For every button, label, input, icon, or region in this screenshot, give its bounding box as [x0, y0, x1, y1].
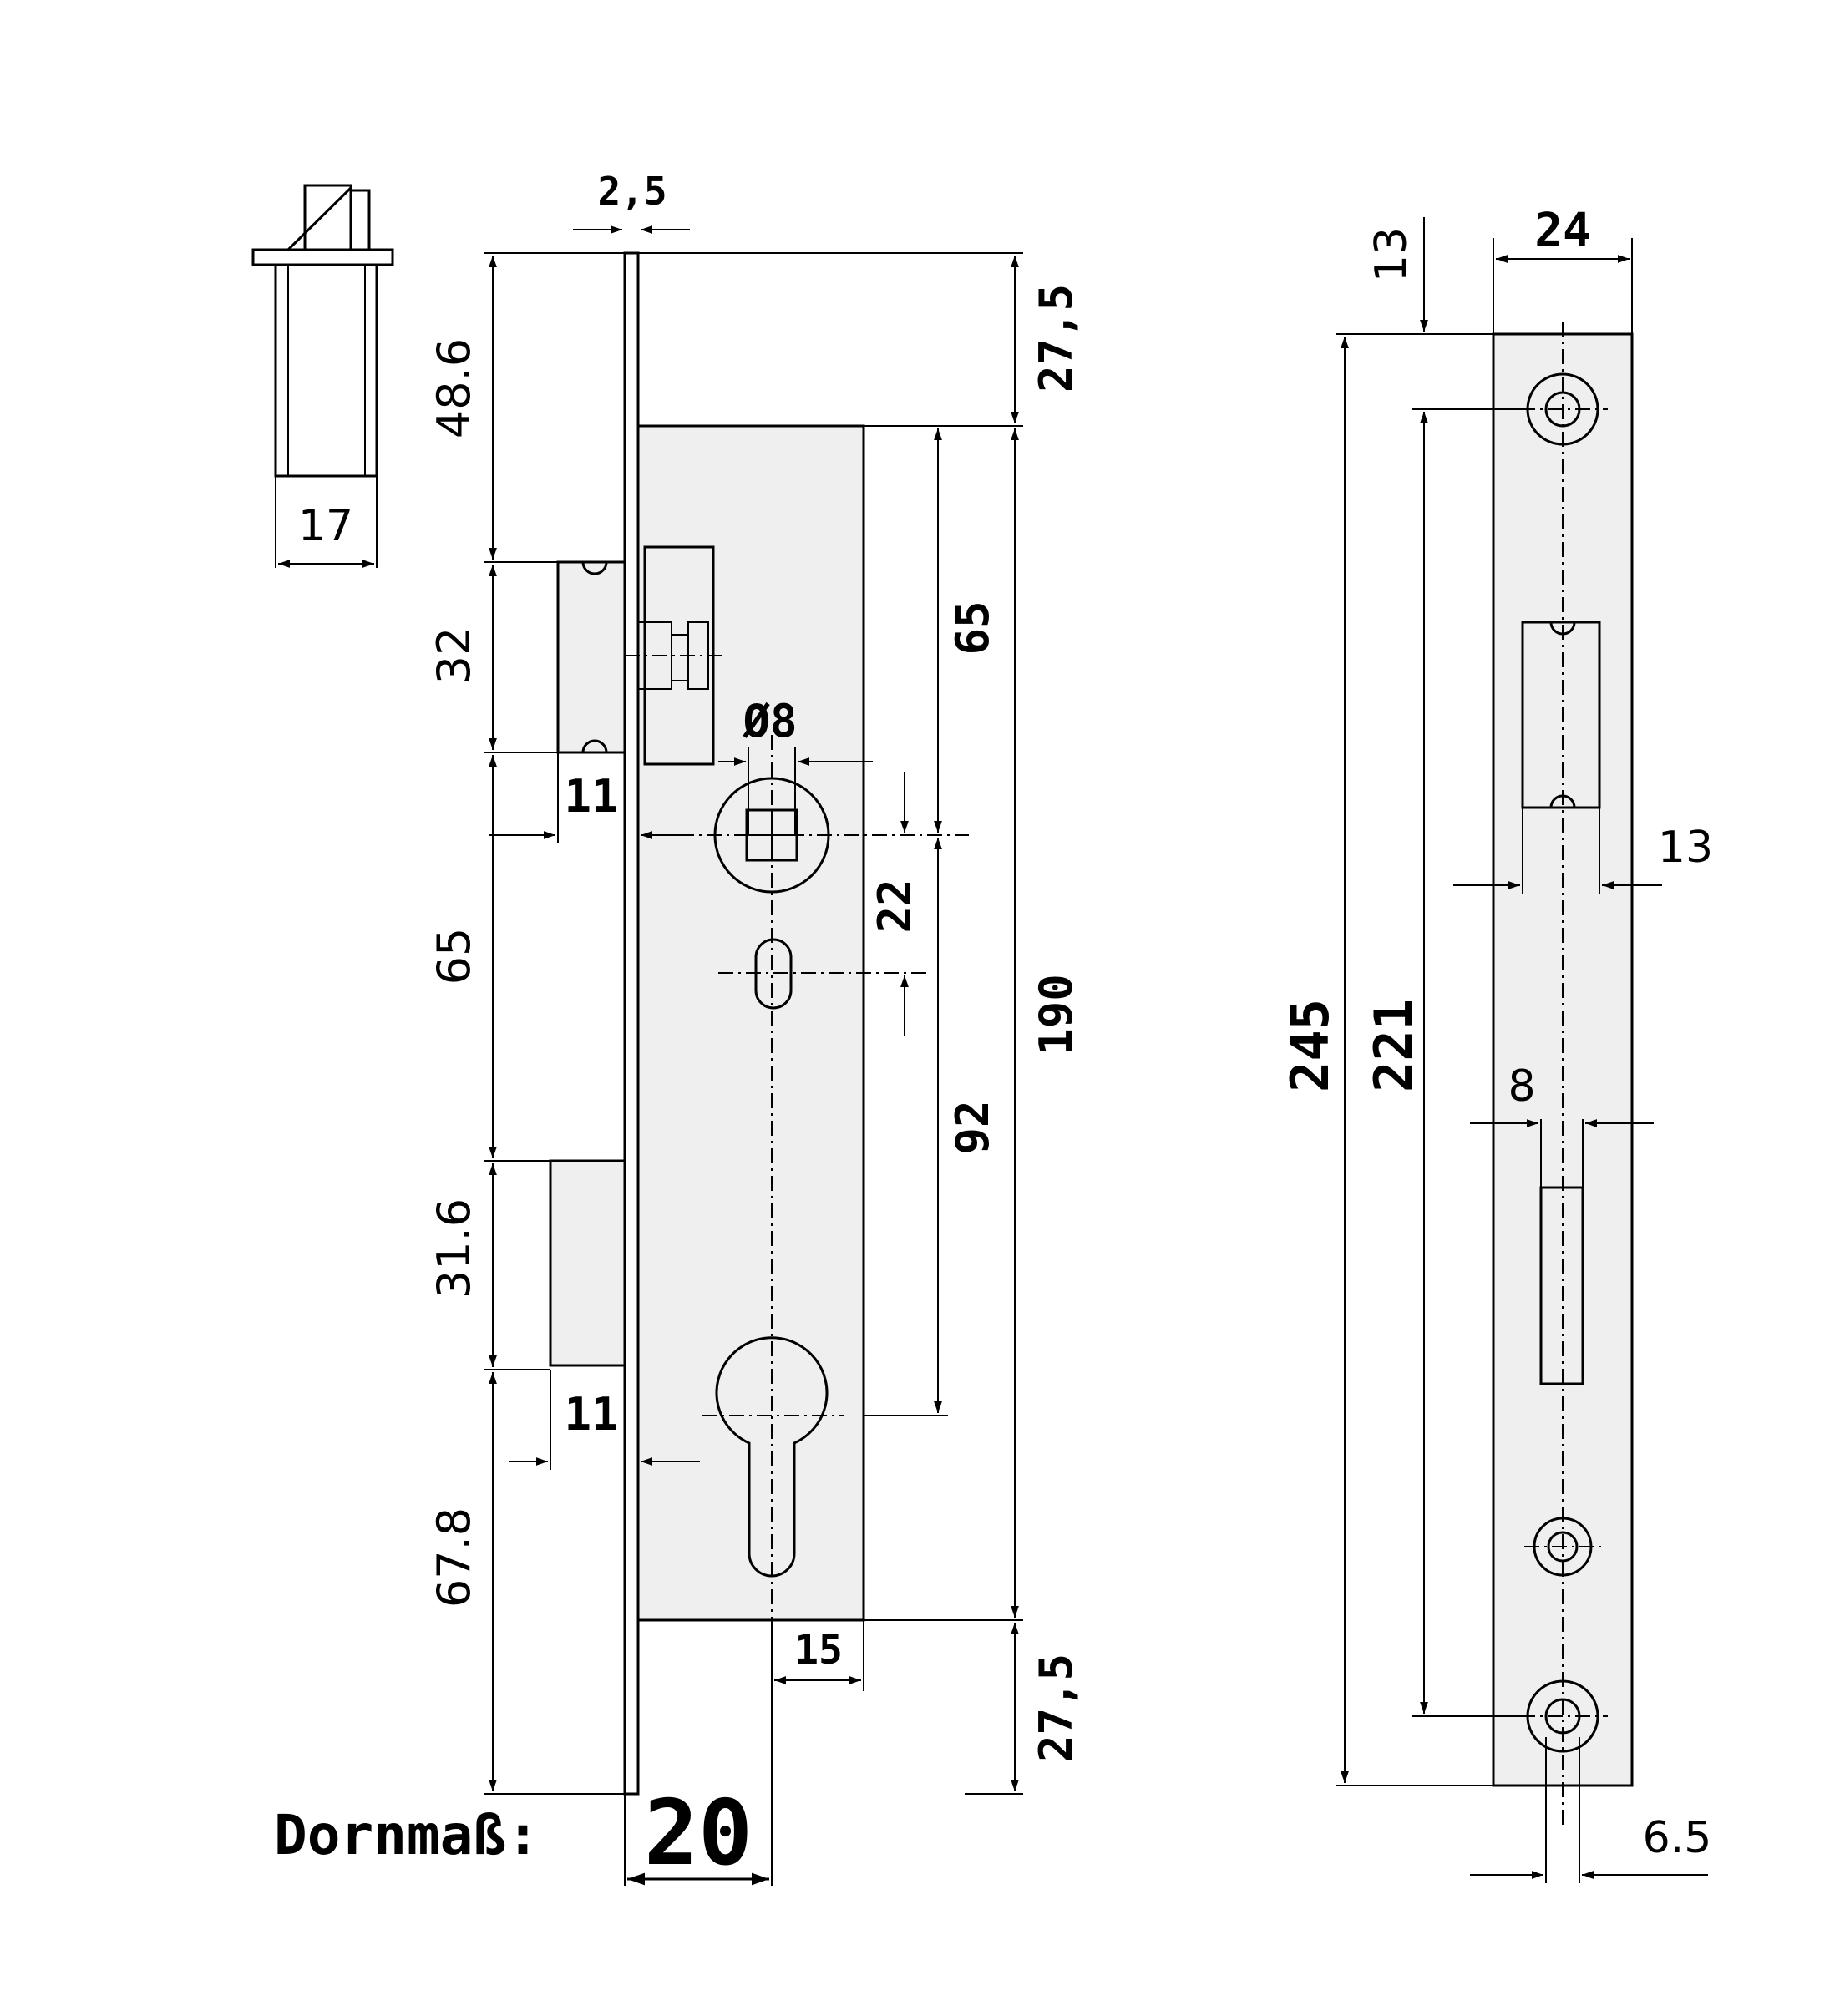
- dim-phi8-label: Ø8: [742, 695, 797, 747]
- dim-2-5-label: 2,5: [597, 169, 667, 214]
- dim-22-label: 22: [869, 879, 921, 933]
- dim-27-5-bottom-label: 27,5: [1030, 1654, 1082, 1762]
- latch-bolt: [556, 560, 626, 754]
- dim-190-label: 190: [1030, 974, 1082, 1056]
- left-dimension-chain: 48.6 32 65 31.6 67.8 11 11 2,5: [428, 169, 700, 1795]
- dim-65-left-label: 65: [428, 928, 480, 985]
- dead-bolt: [549, 1159, 626, 1367]
- lock-side-view: [549, 251, 969, 1879]
- lock-case: [636, 424, 865, 1622]
- dim-92-label: 92: [946, 1100, 999, 1154]
- cylinder-hole: [715, 1336, 829, 1578]
- dim-24-label: 24: [1534, 204, 1590, 258]
- dim-221-label: 221: [1363, 999, 1424, 1092]
- dim-245-label: 245: [1280, 999, 1341, 1092]
- dornmass-value: 20: [644, 1781, 753, 1886]
- dornmass-label: Dornmaß:: [274, 1803, 540, 1867]
- dim-17-label: 17: [298, 501, 353, 551]
- right-dimension-chain: 27,5 190 27,5 65 92 22 Ø8 15: [638, 252, 1082, 1795]
- dim-32-label: 32: [428, 627, 480, 685]
- dim-11-top-label: 11: [564, 770, 618, 823]
- dim-11-bottom-label: 11: [564, 1388, 618, 1441]
- latch-opening: [1521, 621, 1601, 809]
- dim-15-label: 15: [794, 1627, 843, 1674]
- dim-67-8-label: 67.8: [428, 1507, 480, 1608]
- faceplate-front-view: 24 13 245 221 13 8 6.5: [1280, 204, 1713, 1883]
- dim-8-label: 8: [1508, 1061, 1535, 1112]
- dim-13-top-label: 13: [1366, 227, 1417, 282]
- dim-6-5-label: 6.5: [1643, 1813, 1712, 1863]
- dim-48-6-label: 48.6: [428, 338, 480, 438]
- dim-31-6-label: 31.6: [428, 1198, 480, 1299]
- dim-65-right-label: 65: [946, 600, 999, 655]
- backset-dimension: Dornmaß: 20: [274, 1620, 773, 1886]
- dim-27-5-top-label: 27,5: [1030, 284, 1082, 393]
- dim-13-side-label: 13: [1658, 823, 1713, 873]
- latch-top-view: 17: [251, 184, 394, 568]
